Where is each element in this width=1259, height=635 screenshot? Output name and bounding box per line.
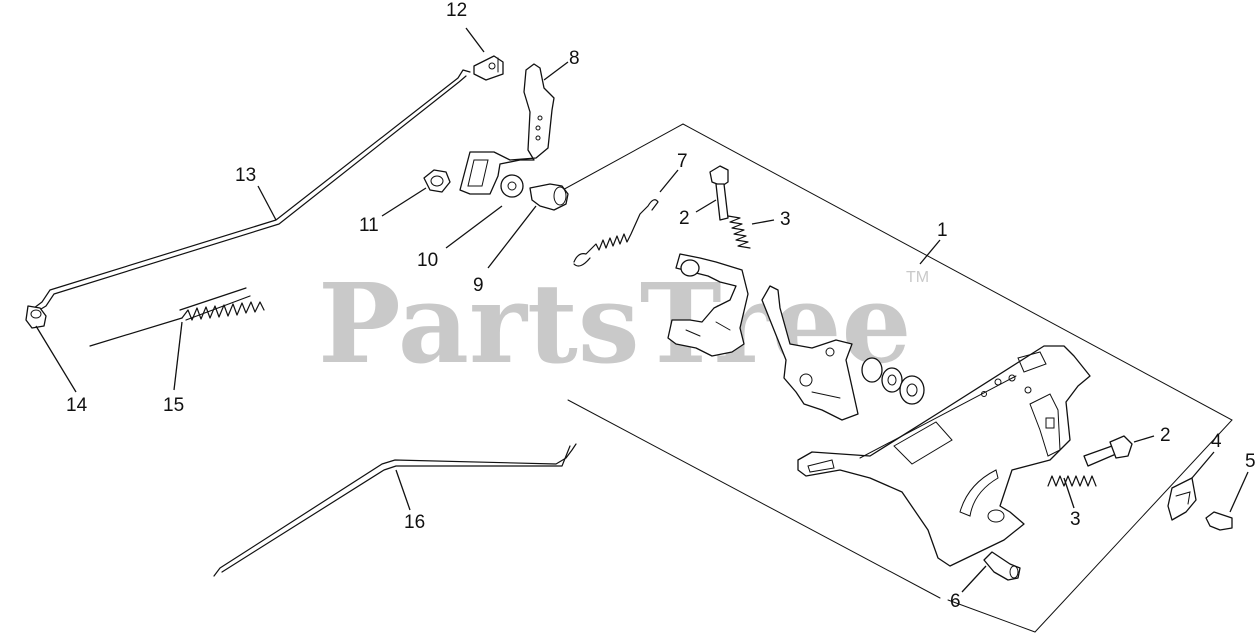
- callout-3-upper: 3: [780, 209, 791, 230]
- washer-stack[interactable]: [861, 357, 925, 405]
- leader-lines: [35, 27, 1249, 593]
- part-7-spring[interactable]: [573, 199, 659, 267]
- choke-lever[interactable]: [761, 285, 859, 421]
- callout-13: 13: [235, 165, 256, 186]
- part-16-rod[interactable]: [213, 443, 577, 577]
- callout-1: 1: [937, 220, 948, 241]
- part-15-spring[interactable]: [89, 287, 265, 347]
- part-6-screw[interactable]: [983, 551, 1021, 581]
- callout-12: 12: [446, 0, 467, 21]
- part-1-control-plate[interactable]: [797, 345, 1091, 567]
- part-3-spring-lower[interactable]: [1047, 475, 1097, 487]
- part-9-bolt[interactable]: [529, 183, 569, 211]
- callout-9: 9: [473, 275, 484, 296]
- callout-7: 7: [677, 151, 688, 172]
- callout-15: 15: [163, 395, 184, 416]
- callout-11: 11: [359, 215, 379, 236]
- watermark-trademark: TM: [906, 269, 929, 286]
- part-5-screw[interactable]: [1205, 511, 1233, 531]
- part-14-bushing[interactable]: [25, 305, 47, 329]
- part-8-bracket[interactable]: [459, 63, 555, 195]
- callout-14: 14: [66, 395, 88, 416]
- callout-3-lower: 3: [1070, 509, 1081, 530]
- throttle-lever[interactable]: [667, 253, 749, 357]
- callout-6: 6: [950, 591, 961, 612]
- callout-labels: 12 8 13 11 10 9 7 2 3 1 2 4 5 3 6 14 15 …: [66, 0, 1256, 612]
- part-3-spring-upper[interactable]: [727, 215, 751, 249]
- callout-5: 5: [1245, 451, 1256, 472]
- callout-2-upper: 2: [679, 208, 690, 229]
- callout-4: 4: [1211, 431, 1222, 452]
- callout-16: 16: [404, 512, 425, 533]
- callout-10: 10: [417, 250, 438, 271]
- part-2-bolt-lower[interactable]: [1083, 435, 1133, 467]
- callout-2-lower: 2: [1160, 425, 1171, 446]
- part-11-nut[interactable]: [423, 169, 451, 193]
- callout-8: 8: [569, 48, 580, 69]
- part-2-bolt-upper[interactable]: [709, 165, 729, 221]
- part-10-washer[interactable]: [500, 174, 524, 198]
- assembly-boundary: [547, 123, 1233, 633]
- part-12-clamp[interactable]: [473, 55, 504, 81]
